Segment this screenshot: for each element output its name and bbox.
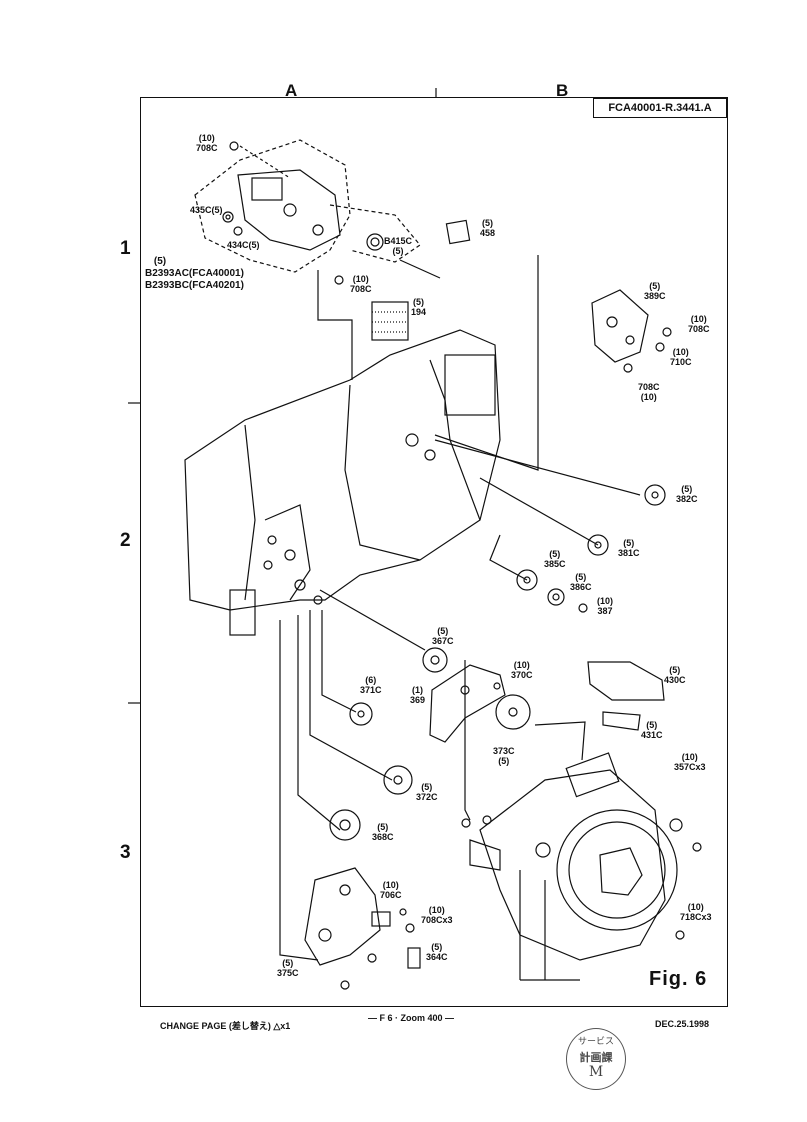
callout-371c: (6)371C [360, 675, 382, 695]
part-458 [445, 219, 471, 245]
part-706c [371, 911, 391, 927]
chassis-side-tab [229, 589, 256, 636]
chassis-top-block [444, 354, 496, 416]
roller-b415c [366, 233, 384, 251]
callout-434c: 434C(5) [227, 240, 260, 250]
callout-381c: (5)381C [618, 538, 640, 558]
screw-right [692, 842, 702, 852]
screw-370c [493, 682, 501, 690]
screw-387 [578, 603, 588, 613]
bracket-375c [304, 867, 381, 966]
callout-708c-mid: (10)708C [350, 274, 372, 294]
gear-371c [349, 702, 373, 726]
callout-370c: (10)370C [511, 660, 533, 680]
block-b2393-window [251, 177, 283, 201]
callout-708c-top: (10)708C [196, 133, 218, 153]
callout-389c: (5)389C [644, 281, 666, 301]
callout-431c: (5)431C [641, 720, 663, 740]
callout-710c: (10)710C [670, 347, 692, 367]
plate-430c [587, 661, 665, 701]
callout-375c: (5)375C [277, 958, 299, 978]
washer-357c [669, 818, 683, 832]
lens-aperture [599, 847, 643, 896]
document-id: FCA40001-R.3441.A [593, 98, 727, 118]
callout-194: (5)194 [411, 297, 427, 317]
callout-385c: (5)385C [544, 549, 566, 569]
change-page-note: CHANGE PAGE (差し替え) △x1 [160, 1021, 291, 1031]
screw-708c-right [662, 327, 672, 337]
lens-ring-outer [556, 809, 678, 931]
washer-434c [233, 226, 243, 236]
diagram-frame [140, 97, 728, 1007]
approval-stamp: サービス 計画課 M [566, 1028, 626, 1090]
column-label-a: A [285, 81, 298, 100]
gear-368c [329, 809, 361, 841]
gear-385c [516, 569, 538, 591]
washer-435c [222, 211, 234, 223]
gear-372c [383, 765, 413, 795]
callout-708c-right: (10)708C [688, 314, 710, 334]
column-label-b: B [556, 81, 569, 100]
callout-373c: 373C(5) [493, 746, 515, 766]
plate-364c [407, 947, 421, 969]
part-194 [371, 301, 409, 341]
callout-430c: (5)430C [664, 665, 686, 685]
gear-plate [264, 504, 311, 601]
callout-b2393: (5)B2393AC(FCA40001)B2393BC(FCA40201) [145, 256, 244, 291]
callout-372c: (5)372C [416, 782, 438, 802]
callout-382c: (5)382C [676, 484, 698, 504]
gear-381c [587, 534, 609, 556]
callout-387: (10)387 [597, 596, 614, 616]
plate-431c [602, 711, 641, 731]
revision-date: DEC.25.1998 [655, 1019, 710, 1029]
callout-458: (5)458 [480, 218, 496, 238]
bracket-389c [591, 289, 649, 363]
page-reference: — F 6 · Zoom 400 — [368, 1013, 455, 1023]
row-label-1: 1 [120, 238, 131, 259]
flex-cable [534, 721, 586, 761]
screw-708c-mid [334, 275, 344, 285]
row-label-2: 2 [120, 530, 131, 551]
block-b2393 [237, 169, 341, 251]
gear-373c [495, 694, 531, 730]
gear-386c [547, 588, 565, 606]
callout-357c: (10)357Cx3 [674, 752, 706, 772]
callout-369: (1)369 [410, 685, 426, 705]
screw-710c [655, 342, 665, 352]
main-chassis [184, 329, 501, 611]
callout-706c: (10)706C [380, 880, 402, 900]
callout-435c: 435C(5) [190, 205, 223, 215]
bracket-369 [429, 664, 506, 743]
callout-364c: (5)364C [426, 942, 448, 962]
callout-386c: (5)386C [570, 572, 592, 592]
callout-367c: (5)367C [432, 626, 454, 646]
row-label-3: 3 [120, 842, 131, 863]
figure-label: Fig. 6 [649, 968, 708, 990]
callout-b415c: B415C(5) [384, 236, 413, 256]
gear-367c [422, 647, 448, 673]
screw-708c-right2 [623, 363, 633, 373]
assembly-outline-dashed-2 [329, 204, 421, 263]
screw-708c-top [229, 141, 239, 151]
callout-708cx3: (10)708Cx3 [421, 905, 453, 925]
gear-382c [644, 484, 666, 506]
callout-368c: (5)368C [372, 822, 394, 842]
callout-708c-right2: 708C(10) [638, 382, 660, 402]
lens-barrel-unit [479, 769, 666, 961]
callout-718cx3: (10)718Cx3 [680, 902, 712, 922]
